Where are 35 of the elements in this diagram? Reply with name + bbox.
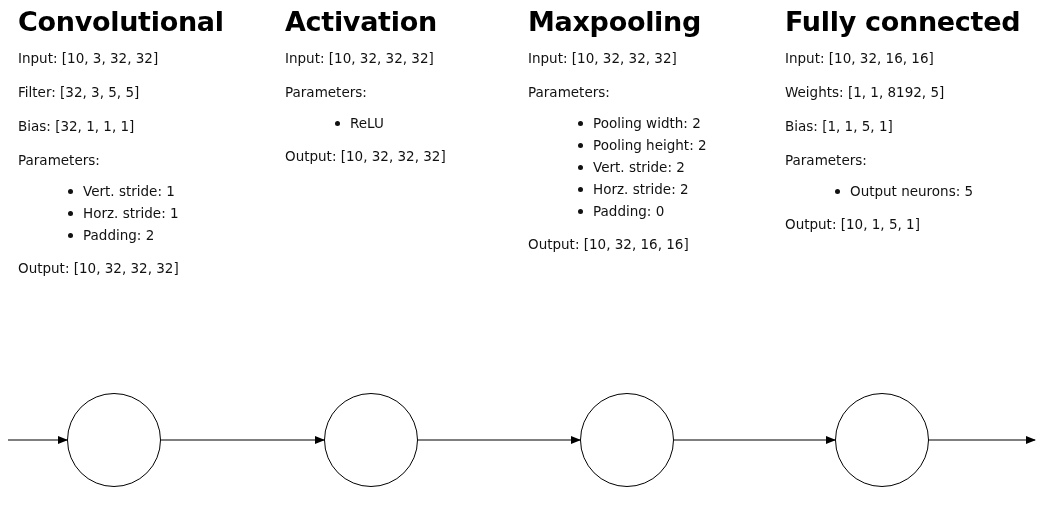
- parameter-text: Parameters:: [528, 83, 610, 102]
- parameter-text: Parameters:: [18, 151, 100, 170]
- layer-heading: Activation: [285, 5, 437, 39]
- bullet-item: Pooling width: 2: [593, 114, 701, 133]
- parameter-text: Output: [10, 1, 5, 1]: [785, 215, 920, 234]
- parameter-text: Parameters:: [285, 83, 367, 102]
- layer-heading: Convolutional: [18, 5, 224, 39]
- parameter-text: Weights: [1, 1, 8192, 5]: [785, 83, 945, 102]
- bullet-item: Output neurons: 5: [850, 182, 974, 201]
- bullet-item: Vert. stride: 2: [593, 158, 685, 177]
- parameter-text: Input: [10, 32, 32, 32]: [285, 49, 434, 68]
- parameter-text: Input: [10, 32, 32, 32]: [528, 49, 677, 68]
- parameter-text: Output: [10, 32, 32, 32]: [285, 147, 446, 166]
- arrow: [160, 436, 325, 444]
- bullet-item: Padding: 2: [83, 226, 155, 245]
- parameter-text: Filter: [32, 3, 5, 5]: [18, 83, 140, 102]
- parameter-text: Bias: [1, 1, 5, 1]: [785, 117, 893, 136]
- arrow: [928, 436, 1036, 444]
- bullet-item: Padding: 0: [593, 202, 665, 221]
- parameter-text: Parameters:: [785, 151, 867, 170]
- layer-heading: Fully connected: [785, 5, 1021, 39]
- parameter-text: Input: [10, 3, 32, 32]: [18, 49, 159, 68]
- parameter-text: Output: [10, 32, 32, 32]: [18, 259, 179, 278]
- parameter-text: Output: [10, 32, 16, 16]: [528, 235, 689, 254]
- bullet-item: Vert. stride: 1: [83, 182, 175, 201]
- parameter-text: Bias: [32, 1, 1, 1]: [18, 117, 135, 136]
- arrow: [417, 436, 581, 444]
- layer-heading: Maxpooling: [528, 5, 701, 39]
- bullet-item: Pooling height: 2: [593, 136, 707, 155]
- bullet-item: ReLU: [350, 114, 384, 133]
- arrow: [7, 436, 68, 444]
- bullet-item: Horz. stride: 2: [593, 180, 689, 199]
- parameter-text: Input: [10, 32, 16, 16]: [785, 49, 934, 68]
- arrow: [673, 436, 836, 444]
- bullet-item: Horz. stride: 1: [83, 204, 179, 223]
